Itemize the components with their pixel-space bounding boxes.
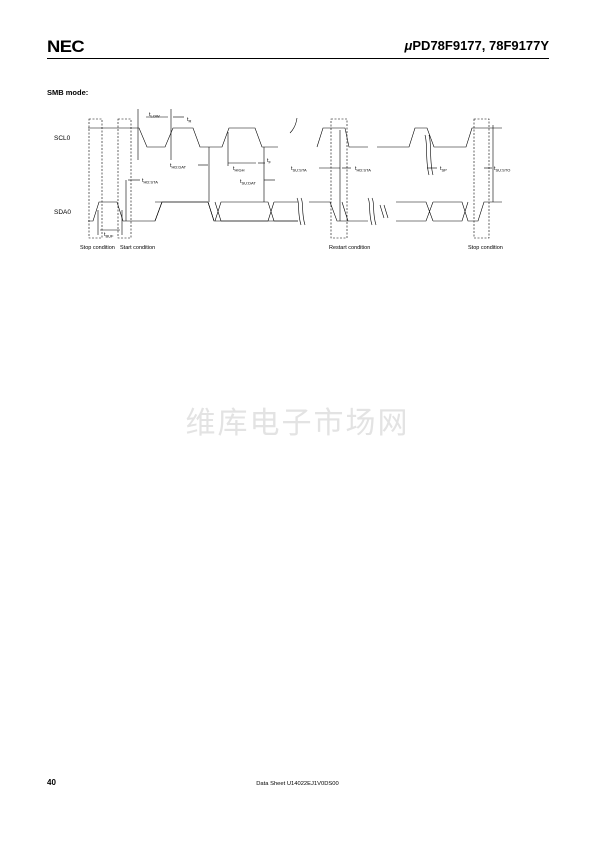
part-name: PD78F9177, 78F9177Y xyxy=(412,38,549,53)
sda-label: SDA0 xyxy=(54,209,71,216)
start-condition-label: Start condition xyxy=(120,245,155,251)
t-hd-dat-label: tHD:DAT xyxy=(170,163,187,170)
t-f-label: tF xyxy=(267,158,271,165)
scl-label: SCL0 xyxy=(54,135,71,142)
restart-condition-label: Restart condition xyxy=(329,245,370,251)
t-su-sto-label: tSU:STO xyxy=(494,166,510,173)
document-number: Data Sheet U14022EJ1V0DS00 xyxy=(256,781,339,787)
t-sp-label: tSP xyxy=(440,166,447,173)
t-buf-label: tBUF xyxy=(104,232,114,239)
part-mu: μ xyxy=(404,38,413,53)
t-hd-sta-label-1: tHD:STA xyxy=(142,178,158,185)
section-title: SMB mode: xyxy=(47,88,89,97)
t-su-sta-label: tSU:STA xyxy=(291,166,307,173)
stop-condition-label-2: Stop condition xyxy=(468,245,503,251)
t-high-label: tHIGH xyxy=(233,166,245,173)
nec-logo: NEC xyxy=(47,37,85,56)
reference-lines xyxy=(97,109,494,235)
dimension-arrows xyxy=(100,116,492,231)
header-rule xyxy=(47,58,549,59)
sda-waveform xyxy=(88,201,502,222)
t-su-dat-label: tSU:DAT xyxy=(240,179,256,186)
watermark: 维库电子市场网 xyxy=(185,406,410,441)
t-low-label: tLOW xyxy=(149,112,160,119)
page-number: 40 xyxy=(47,778,56,787)
condition-boxes xyxy=(88,118,490,239)
break-marks xyxy=(296,134,434,226)
stop-condition-label-1: Stop condition xyxy=(80,245,115,251)
t-r-label: tR xyxy=(187,117,191,124)
scl-waveform xyxy=(88,117,502,148)
t-hd-sta-label-2: tHD:STA xyxy=(355,166,371,173)
part-number: μPD78F9177, 78F9177Y xyxy=(405,38,549,53)
